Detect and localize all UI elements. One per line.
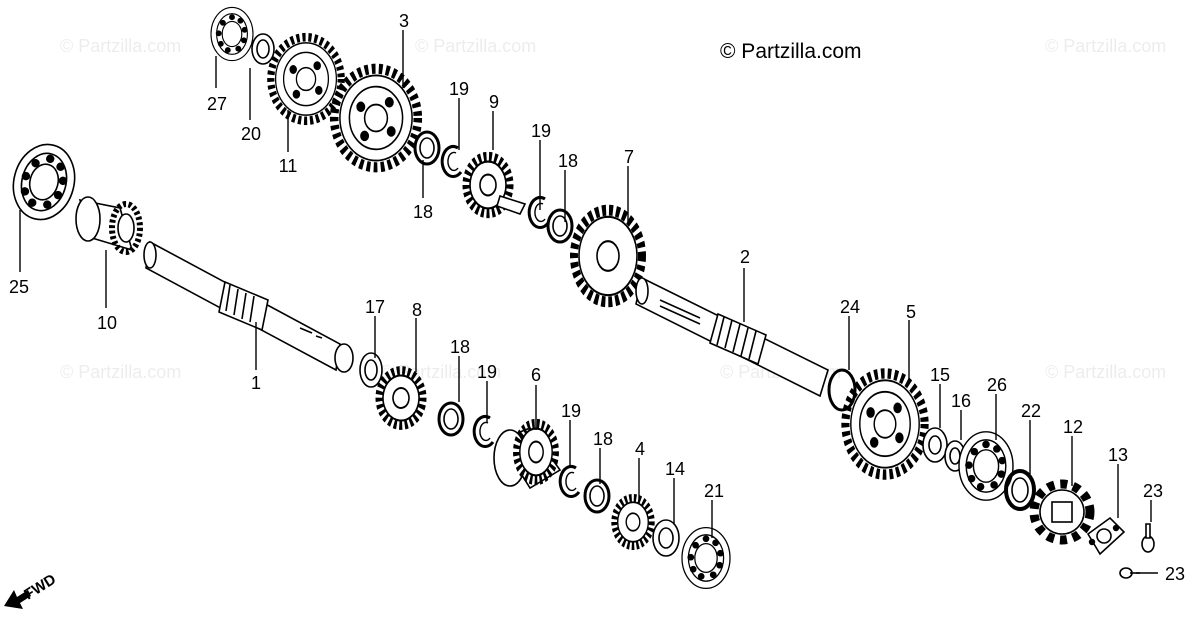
washer-18c[interactable]: [413, 130, 441, 166]
leader-lines: [19, 30, 1158, 574]
label-part-19: 19: [477, 362, 497, 382]
label-part-19: 19: [449, 79, 469, 99]
washer-18d[interactable]: [546, 208, 574, 244]
label-part-18: 18: [450, 337, 470, 357]
gear-10[interactable]: [75, 196, 143, 255]
collar-14[interactable]: [652, 519, 680, 557]
bearing-21[interactable]: [681, 526, 731, 590]
label-part-27: 27: [207, 94, 227, 114]
bearing-27[interactable]: [210, 6, 254, 62]
label-part-1: 1: [251, 373, 261, 393]
watermark-text: © Partzilla.com: [1045, 362, 1166, 382]
label-part-23: 23: [1165, 564, 1185, 584]
gear-6[interactable]: [493, 423, 562, 490]
washer-17[interactable]: [359, 352, 383, 388]
circlip-19b[interactable]: [558, 464, 581, 498]
watermark-text: © Partzilla.com: [415, 36, 536, 56]
gear-4[interactable]: [614, 498, 651, 546]
bearing-25[interactable]: [4, 136, 84, 228]
label-part-18: 18: [413, 202, 433, 222]
plate-13[interactable]: [1086, 516, 1126, 556]
gear-3[interactable]: [334, 69, 418, 168]
label-part-18: 18: [593, 429, 613, 449]
fwd-label: FWD: [21, 571, 59, 604]
label-part-20: 20: [241, 124, 261, 144]
washer-18a[interactable]: [437, 401, 465, 437]
label-part-21: 21: [704, 481, 724, 501]
label-part-17: 17: [365, 297, 385, 317]
label-part-14: 14: [665, 459, 685, 479]
fwd-arrow-icon: [4, 590, 31, 609]
label-part-12: 12: [1063, 417, 1083, 437]
circlip-24[interactable]: [827, 368, 857, 412]
circlip-19a[interactable]: [472, 414, 495, 448]
watermark-text: © Partzilla.com: [1045, 36, 1166, 56]
gear-11[interactable]: [271, 37, 341, 121]
label-part-8: 8: [412, 300, 422, 320]
label-part-24: 24: [840, 297, 860, 317]
label-part-2: 2: [740, 247, 750, 267]
watermark-main: © Partzilla.com: [720, 40, 862, 63]
label-part-25: 25: [9, 277, 29, 297]
label-part-23: 23: [1143, 481, 1163, 501]
washer-20[interactable]: [251, 33, 275, 65]
label-part-15: 15: [930, 365, 950, 385]
label-part-26: 26: [987, 375, 1007, 395]
label-part-5: 5: [906, 302, 916, 322]
label-part-22: 22: [1021, 401, 1041, 421]
label-part-16: 16: [951, 391, 971, 411]
label-part-18: 18: [558, 151, 578, 171]
washer-18b[interactable]: [583, 478, 611, 514]
label-part-19: 19: [531, 121, 551, 141]
seal-22[interactable]: [1004, 469, 1036, 511]
label-part-3: 3: [399, 11, 409, 31]
label-part-4: 4: [635, 439, 645, 459]
watermark-text: © Partzilla.com: [60, 36, 181, 56]
counter-shaft-2[interactable]: [635, 276, 829, 398]
main-shaft-1[interactable]: [143, 240, 354, 373]
gear-9[interactable]: [466, 156, 527, 214]
callout-labels: 1 2 3 4 5 6 7 8 9 10 11 12 13 14 15 16 1…: [9, 11, 1185, 584]
watermark-text: © Partzilla.com: [60, 362, 181, 382]
sprocket-12[interactable]: [1029, 479, 1095, 545]
bolt-23a[interactable]: [1141, 523, 1155, 553]
gear-7[interactable]: [574, 210, 642, 302]
label-part-9: 9: [489, 92, 499, 112]
label-part-6: 6: [531, 365, 541, 385]
circlip-19d[interactable]: [527, 195, 550, 229]
fwd-indicator: FWD: [4, 571, 59, 609]
washer-15[interactable]: [922, 427, 948, 463]
label-part-13: 13: [1108, 445, 1128, 465]
watermark-text: © Partzilla.com: [380, 362, 501, 382]
label-part-11: 11: [279, 156, 298, 176]
label-part-7: 7: [624, 147, 634, 167]
circlip-19c[interactable]: [440, 144, 463, 178]
label-part-19: 19: [561, 401, 581, 421]
label-part-10: 10: [97, 313, 117, 333]
gear-5[interactable]: [845, 373, 924, 474]
